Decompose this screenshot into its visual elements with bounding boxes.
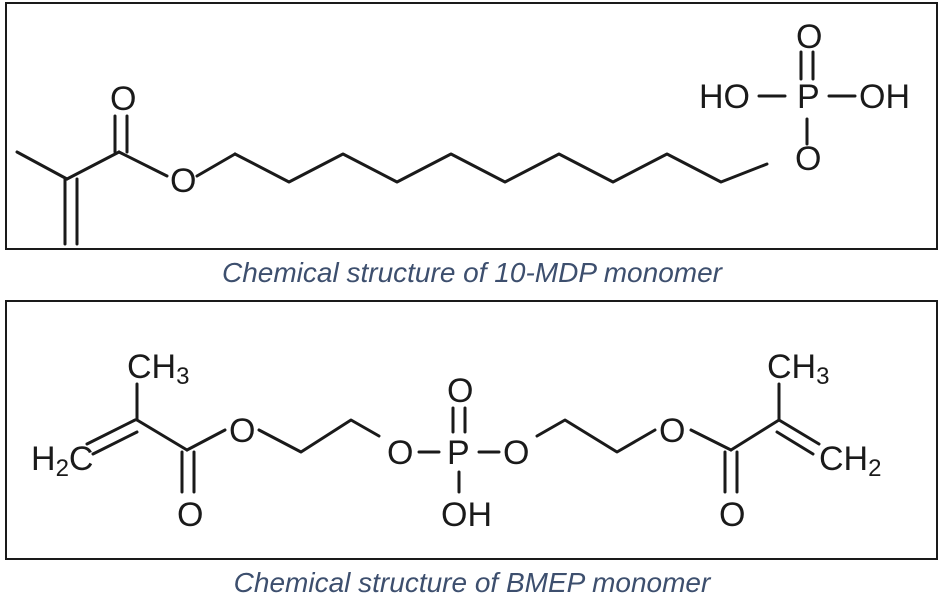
- mdp-ester-oxygen: O: [170, 162, 196, 200]
- bmep-caption: Chemical structure of BMEP monomer: [233, 567, 711, 598]
- bmep-left-vinyl-double-bond-a: [85, 418, 137, 446]
- bmep-structure-diagram: CH3 H2C O O O P O O OH O O CH3 CH2: [31, 348, 881, 534]
- bmep-left-ethylene-chain: [257, 418, 381, 454]
- bmep-phosphate-left-oxygen: O: [387, 434, 413, 472]
- bmep-phosphate-oh: OH: [441, 496, 492, 534]
- mdp-ester-bond-1: [117, 150, 169, 178]
- mdp-ester-bond-2: [195, 152, 237, 178]
- mdp-phosphate-ester-oxygen: O: [795, 140, 821, 178]
- bmep-right-alpha-bond: [729, 418, 781, 452]
- mdp-structure-panel: O O O HO P OH O: [5, 2, 938, 250]
- bmep-right-ester-oxygen: O: [659, 412, 685, 450]
- bmep-phosphate-top-oxygen: O: [447, 372, 473, 410]
- bmep-phosphorus: P: [447, 434, 470, 472]
- mdp-phosphate-ho: HO: [699, 78, 750, 116]
- mdp-carbonyl-oxygen: O: [110, 80, 136, 118]
- mdp-caption: Chemical structure of 10-MDP monomer: [221, 257, 722, 288]
- bmep-right-methylene-label: CH2: [819, 440, 881, 482]
- bmep-structure-panel: CH3 H2C O O O P O O OH O O CH3 CH2: [5, 300, 938, 560]
- bmep-right-carbonyl-oxygen: O: [719, 496, 745, 534]
- mdp-methyl-bond: [15, 150, 69, 181]
- bmep-left-methyl-label: CH3: [127, 348, 189, 390]
- bmep-left-ester-oxygen: O: [229, 412, 255, 450]
- bmep-phosphate-right-oxygen: O: [503, 434, 529, 472]
- mdp-structure-diagram: O O O HO P OH O: [15, 18, 910, 246]
- bmep-left-ester-bond: [185, 428, 227, 452]
- bmep-right-ester-bond: [689, 428, 733, 452]
- mdp-phosphate-top-oxygen: O: [796, 18, 822, 56]
- mdp-phosphate-oh: OH: [859, 78, 910, 116]
- bmep-right-ethylene-chain: [535, 418, 657, 454]
- mdp-phosphorus: P: [797, 78, 820, 116]
- bmep-left-carbonyl-oxygen: O: [177, 496, 203, 534]
- mdp-decyl-chain: [233, 152, 769, 184]
- bmep-right-methyl-label: CH3: [767, 348, 829, 390]
- bmep-right-vinyl-double-bond-b: [775, 430, 815, 456]
- bmep-left-vinyl-double-bond-b: [91, 430, 139, 456]
- bmep-left-methylene-label: H2C: [31, 440, 93, 482]
- bmep-left-alpha-bond: [135, 418, 189, 452]
- mdp-alpha-carbon-bond: [65, 150, 121, 181]
- bmep-right-vinyl-double-bond-a: [777, 418, 821, 446]
